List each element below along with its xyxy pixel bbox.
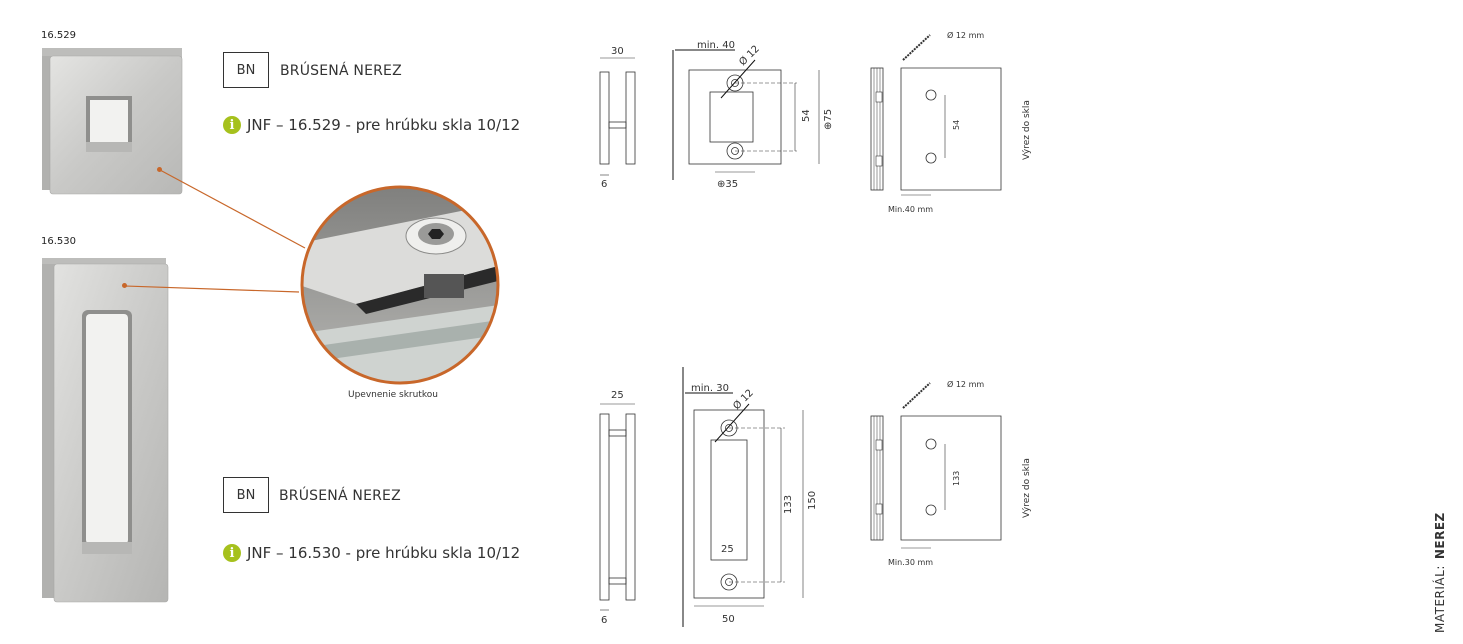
dim-min-2: min. 30 — [691, 383, 729, 394]
dim-base-2: 6 — [601, 615, 607, 626]
dim-spacing-2: 133 — [783, 495, 794, 514]
cutout-label-1: Výrez do skla — [1022, 100, 1032, 160]
product-code-2: 16.530 — [41, 236, 76, 247]
finish-code-box-2: BN — [223, 477, 269, 513]
dim-width-1: 30 — [611, 46, 624, 57]
dim-plate-1: ⊕35 — [717, 179, 738, 190]
technical-drawing-1: 30 6 min. 40 Ø 12 54 ⊕75 ⊕35 54 Min.40 m… — [599, 30, 1032, 214]
dim-hole-2: Ø 12 — [731, 387, 756, 412]
info-line-2: i JNF – 16.530 - pre hrúbku skla 10/12 — [223, 544, 520, 562]
info-icon: i — [223, 544, 241, 562]
dim-base-1: 6 — [601, 179, 607, 190]
dim-cut-spacing-1: 54 — [952, 120, 961, 130]
callout-dot-1 — [157, 167, 162, 172]
info-line-1: i JNF – 16.529 - pre hrúbku skla 10/12 — [223, 116, 520, 134]
product-2-image — [42, 258, 169, 603]
detail-caption: Upevnenie skrutkou — [348, 390, 438, 400]
dim-cut-spacing-2: 133 — [952, 471, 961, 486]
finish-name-1: BRÚSENÁ NEREZ — [280, 63, 402, 79]
material-label: MATERIÁL: NEREZ — [1433, 512, 1447, 633]
dim-inner-width-2: 25 — [721, 544, 734, 555]
dim-min-edge-2: Min.30 mm — [888, 558, 933, 567]
dim-height-1: ⊕75 — [823, 109, 834, 130]
info-text-1: JNF – 16.529 - pre hrúbku skla 10/12 — [247, 116, 521, 134]
dim-width-2: 25 — [611, 390, 624, 401]
dim-min-edge-1: Min.40 mm — [888, 205, 933, 214]
finish-name-2: BRÚSENÁ NEREZ — [279, 488, 401, 504]
technical-drawing-2: 25 6 min. 30 Ø 12 133 150 25 50 133 Min.… — [599, 367, 1032, 627]
info-icon: i — [223, 116, 241, 134]
material-label-text: MATERIÁL: — [1433, 565, 1447, 633]
product-code-1: 16.529 — [41, 30, 76, 41]
dim-spacing-1: 54 — [801, 109, 812, 122]
dim-plate-2: 50 — [722, 614, 735, 625]
dim-drill-2: Ø 12 mm — [947, 379, 984, 389]
finish-code-box-1: BN — [223, 52, 269, 88]
screw-detail-image — [300, 185, 500, 385]
dim-drill-1: Ø 12 mm — [947, 30, 984, 40]
dim-hole-1: Ø 12 — [737, 43, 762, 68]
dim-min-1: min. 40 — [697, 40, 735, 51]
material-value: NEREZ — [1433, 512, 1447, 560]
info-text-2: JNF – 16.530 - pre hrúbku skla 10/12 — [247, 544, 521, 562]
product-1-image — [42, 48, 183, 195]
dim-height-2: 150 — [807, 491, 818, 510]
cutout-label-2: Výrez do skla — [1022, 458, 1032, 518]
callout-dot-2 — [122, 283, 127, 288]
